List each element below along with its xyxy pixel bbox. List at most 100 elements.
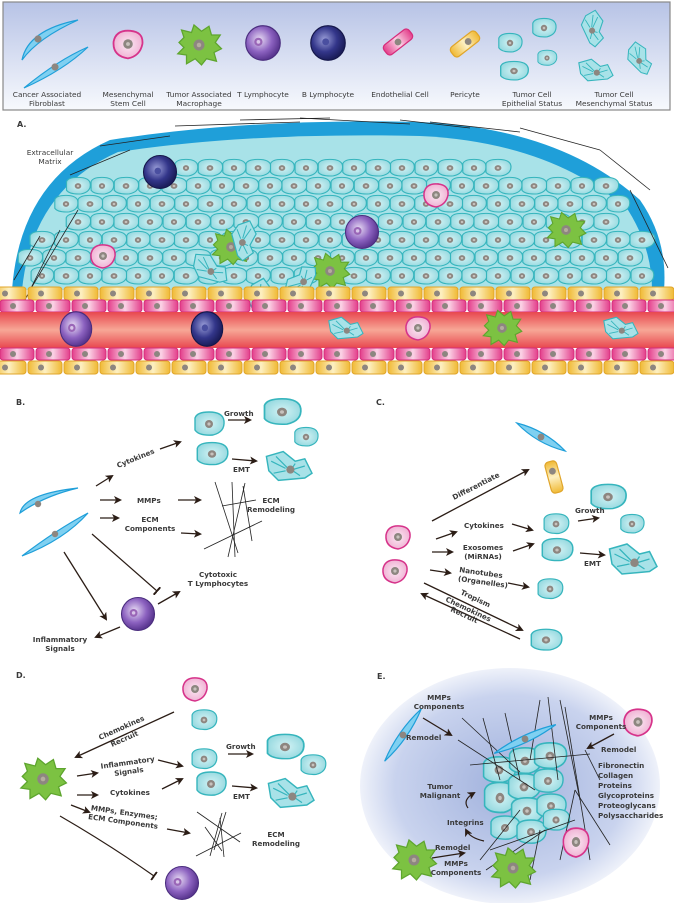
tumor-cell <box>594 248 619 267</box>
t-lymphocyte-icon <box>245 25 281 61</box>
tumor-cell <box>522 212 547 231</box>
tumor-cell <box>530 628 563 651</box>
tumor-cell <box>210 176 235 195</box>
tumor-cell <box>191 748 218 770</box>
vessel-wall-cell <box>171 286 207 301</box>
tumor-cell <box>462 158 487 177</box>
vessel-wall-cell <box>251 347 287 361</box>
b-lymphocyte-in-tumor <box>142 154 178 190</box>
ecm-list-item: Fibronectin <box>598 761 644 770</box>
tumor-cell <box>389 158 415 177</box>
vessel-wall-cell <box>639 360 674 375</box>
arrow <box>76 769 99 778</box>
vessel-wall-cell <box>107 347 143 361</box>
tumor-cell <box>365 266 391 285</box>
ecm-fiber <box>239 117 331 121</box>
vessel-wall-cell <box>531 360 567 375</box>
tumor-cell <box>509 194 536 213</box>
tumor-cell <box>485 158 512 177</box>
vessel-wall-cell <box>467 299 503 313</box>
tumor-cell <box>389 230 416 249</box>
tumor-cell <box>389 194 416 213</box>
arrow <box>157 591 181 605</box>
tumor-cell <box>300 754 327 776</box>
b-lymphocyte-icon <box>310 25 346 61</box>
tumor-cell <box>401 176 428 195</box>
tumor-cell <box>365 158 392 177</box>
arrow <box>180 529 202 538</box>
ecm-fiber <box>519 127 601 151</box>
arrow <box>94 626 121 639</box>
tumor-cell <box>617 248 644 267</box>
vessel-wall-cell <box>431 299 467 313</box>
tumor-cell <box>450 212 475 231</box>
tumor-cell <box>233 176 260 195</box>
vessel-wall-cell <box>27 286 63 301</box>
fibroblast-in-cluster <box>493 724 557 754</box>
ecm-fiber <box>174 121 301 127</box>
tumor-cell <box>437 158 464 177</box>
vessel-wall-cell <box>503 347 539 361</box>
tumor-cell <box>210 212 235 231</box>
arrow <box>431 469 530 522</box>
panel-e: E. <box>360 668 663 903</box>
tumor-cell <box>537 578 564 600</box>
tumor-cell <box>222 158 247 177</box>
panel-a-letter: A. <box>17 120 26 129</box>
vessel-wall-cell <box>35 299 71 313</box>
label-mmps-enzymes: MMPs, Enzymes;ECM Components <box>88 803 160 831</box>
tumor-cell <box>113 212 140 231</box>
tumor-cell <box>126 194 151 213</box>
t-lymphocyte <box>164 865 200 901</box>
panel-d-letter: D. <box>16 671 26 680</box>
tumor-cell <box>126 230 151 249</box>
legend-label-pericyte: Pericyte <box>450 90 480 99</box>
vessel-wall-cell <box>359 299 395 313</box>
tumor-cell <box>191 709 218 731</box>
arrow <box>431 849 466 859</box>
arrow <box>423 582 524 632</box>
emt-tumor-cell <box>267 777 315 809</box>
tumor-cell <box>461 266 488 285</box>
vessel-wall-cell <box>539 299 575 313</box>
tumor-cell <box>425 212 452 231</box>
tumor-cell <box>294 194 319 213</box>
vessel-wall-cell <box>459 360 495 375</box>
pericyte-icon <box>449 30 481 58</box>
label-emt: EMT <box>233 792 250 801</box>
tumor-cell <box>474 248 499 267</box>
tumor-cell <box>522 248 547 267</box>
tumor-cell <box>185 176 211 195</box>
vessel-wall-cell <box>603 286 639 301</box>
tumor-cell <box>593 176 620 195</box>
mesenchymal-stem-cell <box>623 708 653 737</box>
vessel-wall-cell <box>143 347 179 361</box>
tumor-cell <box>620 513 645 534</box>
vessel-wall-cell <box>395 347 431 361</box>
tumor-cell <box>101 266 128 285</box>
tumor-cell <box>541 537 574 562</box>
vessel-wall-cell <box>611 347 647 361</box>
tumor-cell <box>497 212 523 231</box>
tumor-cell <box>390 266 415 285</box>
tumor-cell <box>317 194 344 213</box>
arrow <box>63 551 108 621</box>
vessel-wall-cell <box>251 299 287 313</box>
tumor-cell <box>606 194 631 213</box>
inhibition-line <box>59 815 158 881</box>
vessel-wall-cell <box>495 360 531 375</box>
vessel-wall-cell <box>215 299 251 313</box>
vessel-wall-cell <box>315 360 351 375</box>
vessel-wall-cell <box>0 360 27 375</box>
arrow <box>435 530 458 540</box>
vessel-wall-cell <box>99 360 135 375</box>
legend-label-b-lymphocyte: B Lymphocyte <box>302 90 355 99</box>
label-emt: EMT <box>584 559 601 568</box>
tumor-cell <box>305 212 332 231</box>
tumor-cell <box>149 194 176 213</box>
tumor-cell <box>533 266 560 285</box>
arrow <box>70 804 91 814</box>
vessel-wall-cell <box>63 360 99 375</box>
